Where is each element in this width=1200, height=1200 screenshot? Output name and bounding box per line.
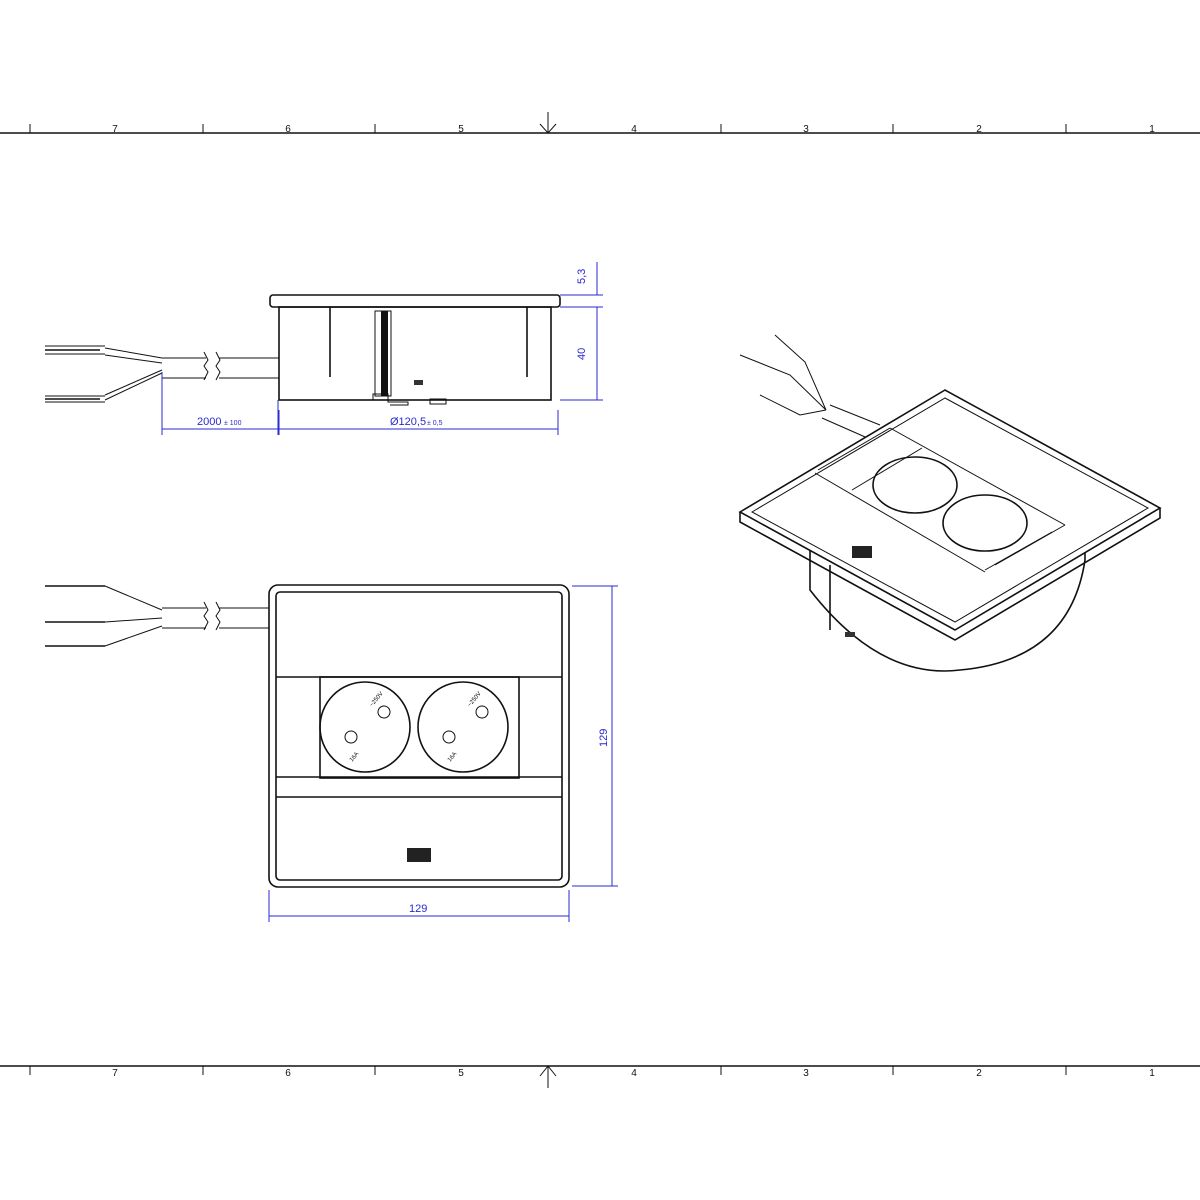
socket-iso-a [872,456,958,514]
ruler-label: 5 [458,124,464,135]
isometric-view [738,334,1162,672]
ruler-label: 7 [112,1068,118,1079]
ruler-label: 1 [1149,1068,1155,1079]
dimension-width: 129 [268,890,570,922]
dimension-diameter: Ø120,5 ± 0,5 [278,410,559,435]
ruler-label: 5 [458,1068,464,1079]
cable [45,585,269,647]
dimension-height: 40 5,3 [560,262,603,401]
svg-text:Ø120,5: Ø120,5 [390,416,426,428]
svg-text:129: 129 [598,729,610,747]
ruler-label: 1 [1149,124,1155,135]
socket-iso-b [942,494,1028,552]
bottom-ruler: 7 6 5 4 3 2 1 [0,1065,1200,1088]
svg-text:~250V: ~250V [369,691,385,708]
svg-text:2000: 2000 [197,416,221,428]
svg-text:± 0,5: ± 0,5 [427,420,443,427]
ruler-label: 2 [976,1068,982,1079]
top-ruler: 7 6 5 4 3 2 1 [0,112,1200,135]
socket-left: ~250V 16A [319,681,411,773]
center-arrow-icon [539,1065,557,1088]
svg-text:129: 129 [409,903,427,915]
ruler-label: 7 [112,124,118,135]
svg-text:16A: 16A [447,751,458,763]
side-view: 2000 ± 100 Ø120,5 ± 0,5 40 5,3 [45,262,603,435]
socket-right: ~250V 16A [417,681,509,773]
ruler-label: 6 [285,124,291,135]
bachmann-logo [407,848,431,862]
center-arrow-icon [539,112,557,134]
svg-text:± 100: ± 100 [224,420,242,427]
ruler-label: 4 [631,1068,637,1079]
cable [45,345,279,403]
ruler-label: 2 [976,124,982,135]
top-view: ~250V 16A ~250V 16A 129 129 [45,584,618,922]
svg-text:16A: 16A [349,751,360,763]
ruler-label: 3 [803,1068,809,1079]
dimension-height: 129 [572,585,618,887]
bachmann-logo [852,546,872,558]
svg-text:40: 40 [576,348,588,360]
ruler-label: 6 [285,1068,291,1079]
ruler-label: 3 [803,124,809,135]
dimension-cable-length: 2000 ± 100 [161,372,279,435]
svg-text:~250V: ~250V [467,691,483,708]
svg-text:5,3: 5,3 [576,269,588,284]
ruler-label: 4 [631,124,637,135]
cable [739,334,881,441]
